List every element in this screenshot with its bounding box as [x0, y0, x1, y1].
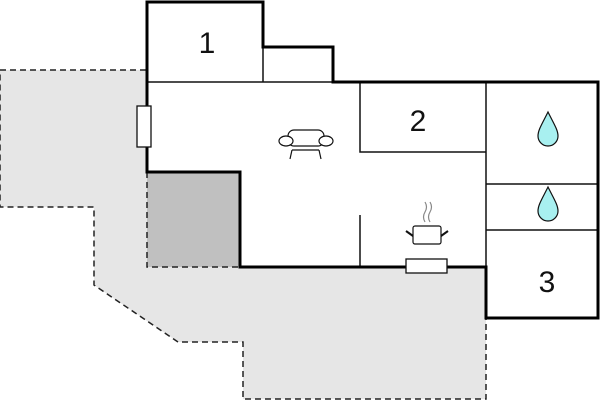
- water-drop-icon: [537, 110, 559, 147]
- covered-area: [146, 171, 241, 268]
- water-drop-icon: [537, 185, 559, 222]
- inner-walls: [147, 47, 598, 267]
- window: [136, 105, 152, 148]
- room-3-label: 3: [539, 266, 556, 299]
- armchair-icon: [278, 129, 334, 160]
- outer-walls: [145, 0, 600, 320]
- room-1-label: 1: [199, 27, 216, 60]
- cooking-pot-icon: [405, 201, 449, 245]
- room-2-label: 2: [410, 105, 427, 138]
- window: [405, 258, 448, 274]
